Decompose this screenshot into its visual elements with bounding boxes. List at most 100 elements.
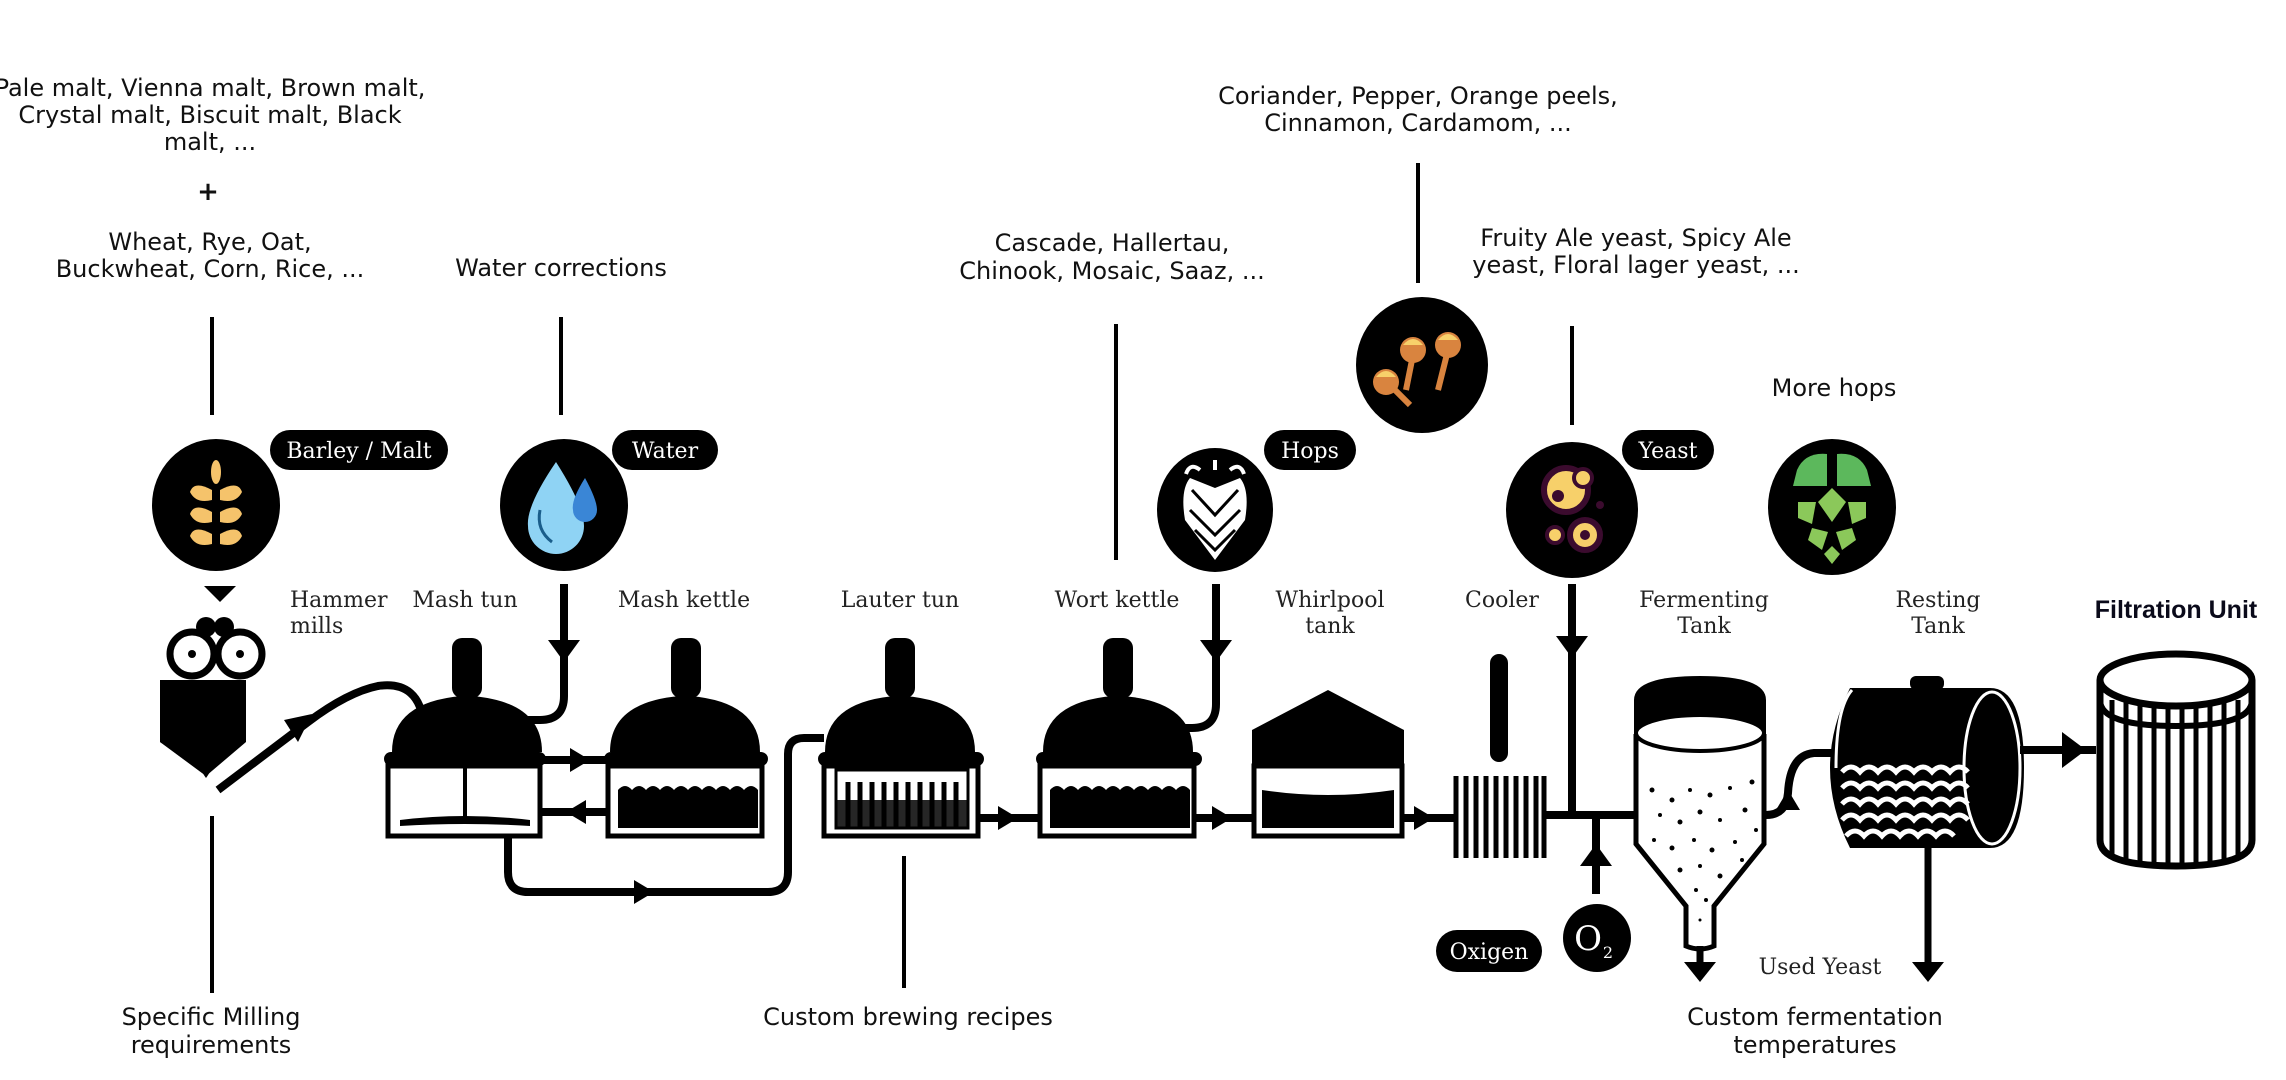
yeast-cells-icon: [1541, 465, 1604, 553]
filtration-unit: [2096, 650, 2256, 870]
svg-text:Oxigen: Oxigen: [1450, 940, 1529, 965]
svg-text:Mash tun: Mash tun: [412, 588, 517, 613]
water-corrections-note: Water corrections: [455, 254, 667, 282]
svg-text:Wort kettle: Wort kettle: [1055, 588, 1180, 613]
svg-text:Barley / Malt: Barley / Malt: [286, 439, 431, 464]
yeast-arrow-icon: [1556, 636, 1588, 658]
svg-text:Tank: Tank: [1677, 614, 1731, 639]
svg-text:Hops: Hops: [1281, 439, 1339, 464]
hops-arrow-icon: [1200, 640, 1232, 662]
svg-text:Mash kettle: Mash kettle: [618, 588, 750, 613]
malts-note: Pale malt, Vienna malt, Brown malt, Crys…: [0, 74, 425, 283]
liquid-waves: [1840, 764, 1970, 840]
yeast-varieties-note: Fruity Ale yeast, Spicy Ale yeast, Flora…: [1472, 224, 1799, 279]
svg-text:Crystal malt, Biscuit malt, Bl: Crystal malt, Biscuit malt, Black: [18, 101, 401, 129]
svg-text:Pale malt, Vienna malt, Brown: Pale malt, Vienna malt, Brown malt,: [0, 74, 425, 102]
flow-arrow-icon: [1776, 790, 1800, 810]
svg-text:temperatures: temperatures: [1733, 1031, 1896, 1059]
svg-text:Whirlpool: Whirlpool: [1276, 588, 1385, 613]
plus-sign: +: [197, 177, 219, 207]
svg-text:Yeast: Yeast: [1638, 439, 1698, 464]
more-hops-note: More hops: [1772, 374, 1897, 402]
svg-text:Cascade, Hallertau,: Cascade, Hallertau,: [995, 229, 1230, 257]
oxygen-arrow-icon: [1580, 844, 1612, 866]
svg-text:Coriander, Pepper, Orange peel: Coriander, Pepper, Orange peels,: [1218, 82, 1618, 110]
svg-text:2: 2: [1603, 943, 1613, 962]
flow-arrow-icon: [1414, 806, 1434, 830]
hops-tag: [1264, 430, 1356, 470]
resting-tank: [1830, 676, 2024, 848]
flow-arrow-icon: [566, 800, 586, 824]
svg-text:Resting: Resting: [1895, 588, 1980, 613]
svg-text:mills: mills: [290, 614, 343, 639]
svg-text:Cooler: Cooler: [1465, 588, 1539, 613]
wheat-icon: [190, 460, 242, 545]
svg-text:tank: tank: [1305, 614, 1355, 639]
oxygen-tag: [1436, 930, 1542, 972]
fermenting-tank: [1633, 676, 1767, 952]
hops-ingredient: Hops: [1157, 430, 1356, 572]
spices-ingredient: [1356, 297, 1488, 433]
svg-text:Hammer: Hammer: [290, 588, 388, 613]
pipe-mashtun-to-lauter: [504, 734, 824, 896]
pipe-fermenter-to-resting: [1765, 749, 1832, 819]
more-hops-ingredient: [1768, 439, 1896, 575]
wort-kettle: [1036, 638, 1202, 839]
flow-arrow-icon: [2062, 732, 2086, 768]
svg-text:Water: Water: [632, 439, 699, 464]
water-ingredient: Water: [500, 430, 718, 571]
svg-text:Buckwheat, Corn, Rice, ...: Buckwheat, Corn, Rice, ...: [56, 255, 365, 283]
svg-text:malt, ...: malt, ...: [164, 128, 256, 156]
drain-arrow-icon: [1684, 962, 1716, 982]
used-yeast-label: Used Yeast: [1759, 955, 1882, 980]
flow-arrow-icon: [634, 880, 654, 904]
pipe-mill-to-mashtun: [215, 681, 428, 794]
cooler: [1453, 654, 1547, 858]
svg-text:Filtration Unit: Filtration Unit: [2095, 596, 2258, 624]
svg-text:Tank: Tank: [1911, 614, 1965, 639]
green-hop-icon: [1793, 453, 1871, 564]
svg-text:Fermenting: Fermenting: [1639, 588, 1769, 613]
barley-tag: [270, 430, 448, 470]
svg-text:Custom fermentation: Custom fermentation: [1687, 1003, 1943, 1031]
svg-text:Chinook, Mosaic, Saaz, ...: Chinook, Mosaic, Saaz, ...: [959, 257, 1264, 285]
o2-icon: [1563, 904, 1631, 972]
equipment-labels: Hammer mills Mash tun Mash kettle Lauter…: [290, 588, 2258, 639]
svg-text:Wheat, Rye, Oat,: Wheat, Rye, Oat,: [108, 228, 311, 256]
fermentation-bubbles: [1649, 779, 1758, 922]
bottom-connectors: [210, 816, 906, 993]
svg-text:O: O: [1574, 919, 1602, 959]
flow-arrow-icon: [570, 748, 590, 772]
water-drop-icon: [527, 462, 597, 554]
hops-line: [1182, 584, 1220, 732]
svg-text:Cinnamon, Cardamom, ...: Cinnamon, Cardamom, ...: [1264, 109, 1572, 137]
mash-tun: [384, 638, 546, 839]
svg-text:yeast, Floral lager yeast, ...: yeast, Floral lager yeast, ...: [1472, 251, 1799, 279]
note-connectors: [210, 163, 1574, 560]
yeast-tag: [1622, 430, 1714, 470]
hop-cone-icon: [1183, 460, 1247, 560]
lauter-tun: [818, 638, 984, 839]
fermentation-note: Custom fermentation temperatures: [1687, 1003, 1943, 1059]
flow-arrow-icon: [998, 806, 1018, 830]
svg-text:Specific Milling: Specific Milling: [122, 1003, 301, 1031]
yeast-ingredient: Yeast: [1506, 430, 1714, 578]
water-arrow-icon: [548, 640, 580, 662]
water-tag: [612, 430, 718, 470]
svg-text:Lauter tun: Lauter tun: [841, 588, 959, 613]
mash-kettle: [604, 638, 768, 839]
whirlpool-tank: [1251, 690, 1405, 839]
feed-arrow-icon: [204, 586, 236, 602]
hop-varieties-note: Cascade, Hallertau, Chinook, Mosaic, Saa…: [959, 229, 1264, 285]
hammer-mills: [160, 586, 266, 778]
flow-arrow-icon: [1212, 806, 1232, 830]
flow-arrow-icon: [284, 714, 312, 742]
milling-note: Specific Milling requirements: [122, 1003, 301, 1059]
recipes-note: Custom brewing recipes: [763, 1003, 1053, 1031]
oxygen-ingredient: Oxigen O 2: [1436, 904, 1631, 972]
svg-text:Fruity Ale yeast, Spicy Ale: Fruity Ale yeast, Spicy Ale: [1480, 224, 1791, 252]
water-line: [480, 584, 568, 724]
barley-ingredient: Barley / Malt: [152, 430, 448, 571]
svg-text:requirements: requirements: [131, 1031, 292, 1059]
